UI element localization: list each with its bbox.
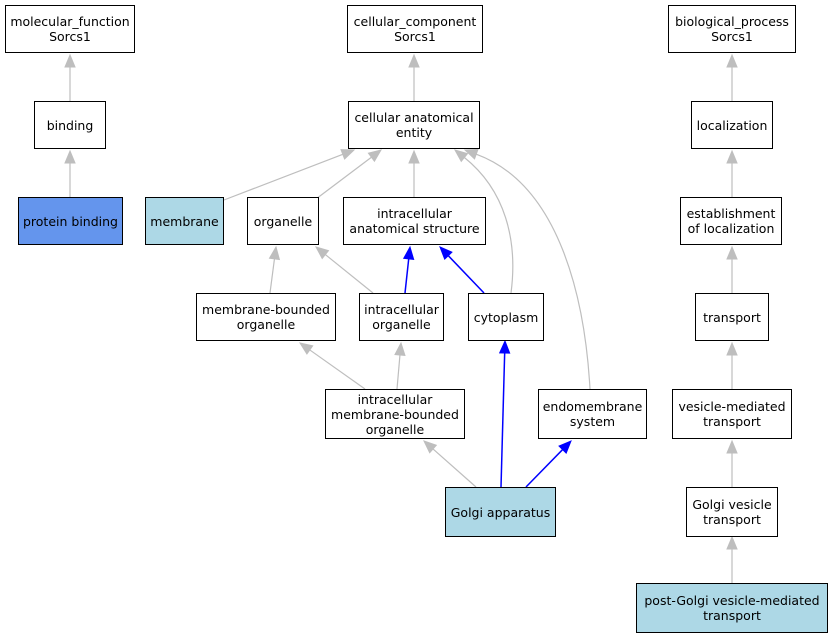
node-golgi-vesicle-transport[interactable]: Golgi vesicle transport [686, 487, 778, 537]
node-endomembrane-system[interactable]: endomembrane system [538, 389, 647, 439]
edge-membrane_bounded_organelle-to-organelle [269, 258, 276, 294]
node-localization[interactable]: localization [691, 101, 773, 149]
arrowhead-post_golgi_transport-to-golgi_vesicle_transport [726, 535, 738, 550]
node-biological-process-root[interactable]: biological_process Sorcs1 [668, 5, 796, 53]
arrowhead-intracellular_anatomical_structure-to-cellular_anatomical_entity [408, 149, 420, 164]
arrowhead-cytoplasm-to-cellular_anatomical_entity [453, 149, 469, 163]
node-golgi-apparatus[interactable]: Golgi apparatus [445, 487, 556, 537]
edge-golgi_apparatus-to-intracellular_mbo [432, 448, 477, 488]
arrowhead-intracellular_organelle-to-intracellular_anatomical_structure [402, 245, 415, 261]
edge-endomembrane_system-to-cellular_anatomical_entity [476, 153, 591, 390]
arrowhead-establishment_of_localization-to-localization [726, 149, 738, 164]
node-membrane[interactable]: membrane [145, 197, 224, 245]
arrowhead-golgi_apparatus-to-cytoplasm [498, 339, 511, 354]
node-protein-binding[interactable]: protein binding [18, 197, 123, 245]
node-vesicle-mediated-transport[interactable]: vesicle-mediated transport [672, 389, 792, 439]
node-binding[interactable]: binding [34, 101, 106, 149]
edge-membrane-to-cellular_anatomical_entity [223, 153, 344, 201]
edge-golgi_apparatus-to-cytoplasm [500, 352, 506, 488]
arrowhead-membrane_bounded_organelle-to-organelle [268, 245, 281, 261]
edge-intracellular_organelle-to-organelle [324, 254, 374, 294]
arrowhead-intracellular_mbo-to-membrane_bounded_organelle [298, 342, 314, 355]
arrowhead-membrane-to-cellular_anatomical_entity [340, 149, 356, 160]
node-intracellular-membrane-bounded-organelle[interactable]: intracellular membrane-bounded organelle [325, 389, 465, 439]
arrowhead-organelle-to-cellular_anatomical_entity [367, 149, 383, 163]
node-establishment-of-localization[interactable]: establishment of localization [680, 197, 782, 245]
edge-cytoplasm-to-cellular_anatomical_entity [463, 157, 514, 294]
node-intracellular-organelle[interactable]: intracellular organelle [359, 293, 444, 341]
node-cellular-component-root[interactable]: cellular_component Sorcs1 [347, 5, 483, 53]
arrowhead-binding-to-mf_root [64, 53, 76, 68]
node-cytoplasm[interactable]: cytoplasm [468, 293, 544, 341]
node-post-golgi-vesicle-mediated-transport[interactable]: post-Golgi vesicle-mediated transport [636, 583, 828, 633]
node-membrane-bounded-organelle[interactable]: membrane-bounded organelle [196, 293, 336, 341]
edge-golgi_apparatus-to-endomembrane_system [525, 449, 564, 488]
arrowhead-golgi_apparatus-to-intracellular_mbo [423, 440, 438, 454]
arrowhead-golgi_apparatus-to-endomembrane_system [558, 440, 572, 454]
edge-cytoplasm-to-intracellular_anatomical_structure [447, 255, 485, 294]
arrowhead-golgi_vesicle_transport-to-vesicle_mediated_transport [726, 439, 738, 454]
node-intracellular-anatomical-structure[interactable]: intracellular anatomical structure [343, 197, 486, 245]
node-cellular-anatomical-entity[interactable]: cellular anatomical entity [348, 101, 480, 149]
arrowhead-vesicle_mediated_transport-to-transport [726, 341, 738, 356]
arrowhead-intracellular_mbo-to-intracellular_organelle [394, 341, 406, 356]
edge-intracellular_mbo-to-intracellular_organelle [396, 354, 401, 390]
arrowhead-protein_binding-to-binding [64, 149, 76, 164]
edge-intracellular_organelle-to-intracellular_anatomical_structure [404, 258, 410, 294]
arrowhead-endomembrane_system-to-cellular_anatomical_entity [463, 148, 479, 160]
arrowhead-localization-to-bp_root [726, 53, 738, 68]
arrowhead-intracellular_organelle-to-organelle [314, 246, 330, 260]
node-organelle[interactable]: organelle [247, 197, 319, 245]
arrowhead-cellular_anatomical_entity-to-cc_root [408, 53, 420, 68]
edge-intracellular_mbo-to-membrane_bounded_organelle [309, 349, 366, 390]
arrowhead-transport-to-establishment_of_localization [726, 245, 738, 260]
node-transport[interactable]: transport [695, 293, 769, 341]
node-molecular-function-root[interactable]: molecular_function Sorcs1 [5, 5, 135, 53]
arrowhead-cytoplasm-to-intracellular_anatomical_structure [439, 246, 453, 261]
edge-organelle-to-cellular_anatomical_entity [315, 156, 372, 200]
